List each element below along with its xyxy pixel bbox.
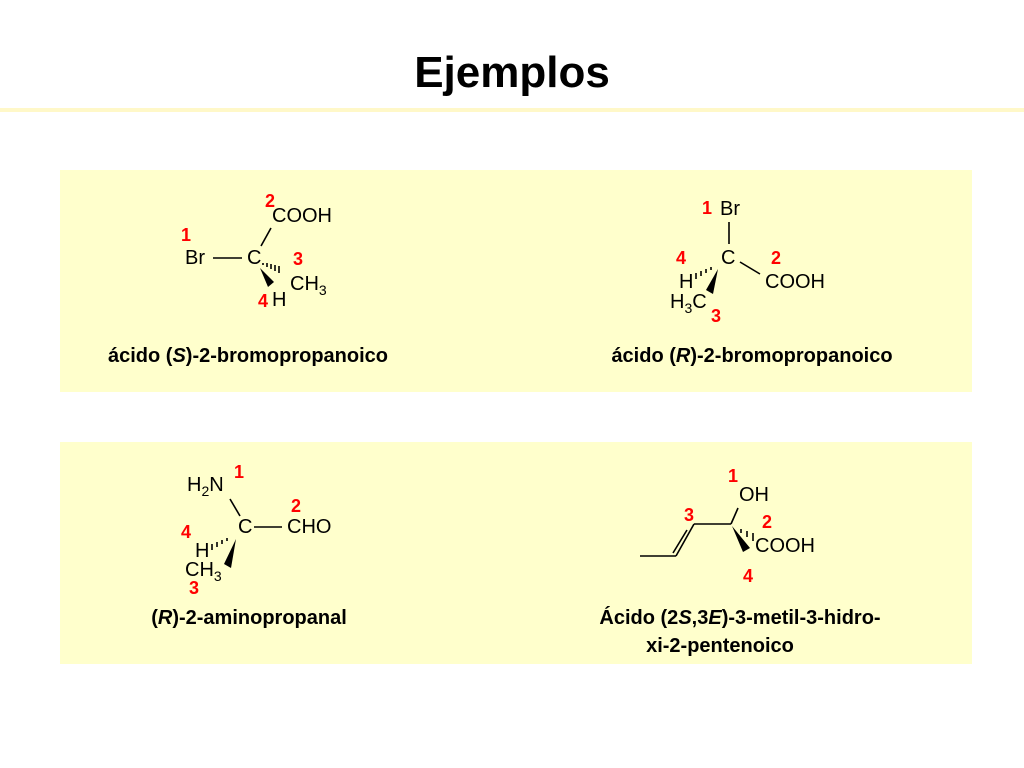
bond-c-cooh [260, 227, 272, 247]
double-bond-b [672, 529, 688, 554]
atom-ch3: CH3 [185, 559, 222, 584]
atom-h2n: H2N [187, 474, 224, 499]
priority-3: 3 [293, 249, 303, 269]
priority-2: 2 [771, 248, 781, 268]
atom-cooh: COOH [765, 271, 825, 293]
hashed-bond-c-h [695, 267, 712, 279]
caption-r-2-bromopropanoico: ácido (R)-2-bromopropanoico [611, 345, 892, 367]
title-underline [0, 108, 1024, 112]
wedge-bond-c-ch3 [706, 269, 718, 294]
structures-panel-1: 2 COOH 1 Br C 3 CH3 4 H ácido (S)-2-brom… [108, 191, 893, 367]
caption-r-2-aminopropanal: (R)-2-aminopropanal [151, 607, 347, 629]
atom-br: Br [720, 198, 740, 220]
priority-2: 2 [265, 191, 275, 211]
priority-1: 1 [234, 462, 244, 482]
molecule-s-2-bromopropanoic-acid: 2 COOH 1 Br C 3 CH3 4 H ácido (S)-2-brom… [108, 191, 388, 367]
hashed-bond-c-ch3 [262, 263, 280, 273]
atom-c: C [238, 516, 252, 538]
priority-2: 2 [762, 512, 772, 532]
slide-title: Ejemplos [414, 48, 610, 97]
double-bond-a [675, 523, 695, 557]
hashed-bond-c-h [211, 538, 228, 550]
priority-2: 2 [291, 496, 301, 516]
molecule-r-2-aminopropanal: 1 H2N C 2 CHO 4 H CH3 3 (R)-2-aminopropa… [151, 462, 347, 629]
atom-c: C [721, 247, 735, 269]
priority-1: 1 [702, 198, 712, 218]
atom-h: H [272, 289, 286, 311]
hashed-bond-to-methyl [740, 529, 754, 541]
atom-h: H [195, 540, 209, 562]
examples-panel-2: 1 H2N C 2 CHO 4 H CH3 3 (R)-2-aminopropa… [60, 442, 972, 664]
caption-line-1: Ácido (2S,3E)-3-metil-3-hidro- [599, 606, 880, 629]
wedge-bond-c-cooh [732, 526, 750, 552]
atom-h: H [679, 271, 693, 293]
priority-3: 3 [189, 578, 199, 598]
bond-c-n [229, 498, 241, 517]
priority-4: 4 [743, 566, 753, 586]
bond-c-oh [730, 507, 739, 525]
priority-4: 4 [258, 291, 268, 311]
priority-4: 4 [181, 522, 191, 542]
atom-cho: CHO [287, 516, 331, 538]
atom-h3c: H3C [670, 291, 707, 316]
caption-line-2: xi-2-pentenoico [646, 635, 794, 657]
wedge-bond-c-ch3 [224, 539, 236, 568]
priority-3: 3 [684, 505, 694, 525]
examples-panel-1: 2 COOH 1 Br C 3 CH3 4 H ácido (S)-2-brom… [60, 170, 972, 392]
atom-cooh: COOH [272, 205, 332, 227]
priority-1: 1 [181, 225, 191, 245]
atom-ch3: CH3 [290, 273, 327, 298]
bond-c-cooh [739, 261, 761, 275]
structures-panel-2: 1 H2N C 2 CHO 4 H CH3 3 (R)-2-aminopropa… [151, 462, 880, 657]
atom-c: C [247, 247, 261, 269]
molecule-r-2-bromopropanoic-acid: 1 Br C 2 COOH 4 H H3C 3 ácido (R)-2-brom… [611, 198, 892, 367]
molecule-2s-3e-pentenoic-acid: 1 OH 3 2 COOH 4 Ácido (2S,3E)-3-metil-3-… [599, 466, 880, 657]
wedge-bond-c-h [260, 268, 274, 287]
priority-1: 1 [728, 466, 738, 486]
priority-3: 3 [711, 306, 721, 326]
priority-4: 4 [676, 248, 686, 268]
atom-cooh: COOH [755, 535, 815, 557]
caption-s-2-bromopropanoico: ácido (S)-2-bromopropanoico [108, 345, 388, 367]
atom-br: Br [185, 247, 205, 269]
atom-oh: OH [739, 484, 769, 506]
